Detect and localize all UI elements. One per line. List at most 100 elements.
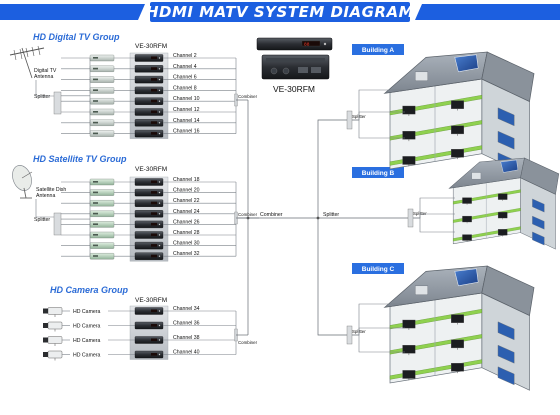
satellite-combiner-label: Combiner bbox=[238, 212, 258, 217]
building-c-label: Building C bbox=[362, 266, 395, 273]
satellite-channel-row: Channel 20 bbox=[61, 188, 236, 197]
channel-label: Channel 8 bbox=[173, 85, 197, 91]
solar-panel-icon bbox=[454, 268, 479, 287]
svg-text:88: 88 bbox=[304, 42, 310, 48]
digital-channel-row: Channel 2 bbox=[61, 53, 236, 62]
title-bar-left bbox=[0, 4, 145, 20]
camera-group-title: HD Camera Group bbox=[50, 285, 129, 295]
channel-label: Channel 12 bbox=[173, 107, 200, 113]
ve-30rfm-device bbox=[134, 220, 164, 229]
satellite-splitter-label: Splitter bbox=[34, 217, 50, 223]
hero-device-model: VE-30RFM bbox=[273, 84, 315, 94]
channel-label: Channel 26 bbox=[173, 219, 200, 225]
title-bar-right bbox=[415, 4, 560, 20]
ve-30rfm-device bbox=[134, 97, 164, 105]
ve-30rfm-device bbox=[134, 350, 164, 359]
channel-label: Channel 38 bbox=[173, 335, 200, 341]
satellite-group-title: HD Satellite TV Group bbox=[33, 154, 127, 164]
satellite-channel-row: Channel 26 bbox=[61, 219, 236, 229]
building-a-splitter bbox=[346, 89, 405, 139]
ve-30rfm-device bbox=[134, 252, 164, 260]
ve-30rfm-device bbox=[134, 231, 164, 239]
digital-channel-row: Channel 10 bbox=[61, 96, 236, 105]
channel-label: Channel 2 bbox=[173, 53, 197, 59]
tv-icon bbox=[451, 314, 464, 323]
ve-30rfm-device bbox=[134, 210, 164, 218]
camera-label: HD Camera bbox=[73, 309, 100, 315]
digital-channel-row: Channel 6 bbox=[61, 75, 236, 84]
camera-channel-row: HD Camera Channel 38 bbox=[43, 335, 236, 346]
digital-splitter-box bbox=[53, 91, 62, 115]
camera-label: HD Camera bbox=[73, 353, 100, 359]
building-c-house bbox=[383, 265, 535, 391]
building-b-house bbox=[448, 157, 560, 250]
camera-device-panel bbox=[129, 305, 169, 360]
digital-group-title: HD Digital TV Group bbox=[33, 32, 120, 42]
digital-channel-row: Channel 14 bbox=[61, 118, 236, 127]
tv-icon bbox=[451, 363, 464, 372]
building-a-house bbox=[383, 51, 535, 177]
channel-label: Channel 34 bbox=[173, 306, 200, 312]
satellite-channel-row: Channel 30 bbox=[61, 241, 236, 250]
tv-icon bbox=[402, 105, 416, 115]
building-a-label: Building A bbox=[362, 47, 395, 54]
channel-label: Channel 40 bbox=[173, 350, 200, 356]
digital-splitter-label: Splitter bbox=[34, 94, 50, 100]
tv-icon bbox=[462, 234, 472, 241]
satellite-model-label: VE-30RFM bbox=[135, 166, 167, 173]
building-c-splitter bbox=[346, 303, 405, 353]
tv-icon bbox=[451, 100, 464, 109]
tv-icon bbox=[402, 370, 416, 379]
channel-label: Channel 28 bbox=[173, 230, 200, 236]
digital-source-label-2: Antenna bbox=[34, 74, 53, 80]
channel-label: Channel 22 bbox=[173, 198, 200, 204]
hd-camera-icon bbox=[43, 307, 63, 317]
ve-30rfm-device bbox=[134, 119, 164, 127]
ve-30rfm-device bbox=[134, 178, 164, 186]
camera-label: HD Camera bbox=[73, 324, 100, 330]
tv-icon bbox=[451, 339, 464, 349]
ve-30rfm-device bbox=[134, 129, 164, 138]
building-c-label-bg bbox=[352, 263, 404, 274]
tv-icon bbox=[462, 215, 472, 223]
tv-icon bbox=[402, 156, 416, 165]
solar-panel-icon bbox=[500, 159, 519, 173]
tv-icon bbox=[402, 319, 416, 329]
channel-label: Channel 10 bbox=[173, 96, 200, 102]
ve-30rfm-device bbox=[134, 108, 164, 116]
building-b-label-bg bbox=[352, 167, 404, 178]
satellite-channel-row: Channel 22 bbox=[61, 198, 236, 207]
ve-30rfm-device bbox=[134, 307, 164, 315]
tv-icon bbox=[462, 197, 472, 204]
channel-label: Channel 36 bbox=[173, 321, 200, 327]
main-splitter-label: Splitter bbox=[323, 212, 339, 218]
satellite-channel-row: Channel 28 bbox=[61, 230, 236, 239]
channel-label: Channel 16 bbox=[173, 129, 200, 135]
ve-30rfm-device bbox=[134, 75, 164, 84]
digital-combiner-label: Combiner bbox=[238, 94, 258, 99]
buildings bbox=[346, 51, 560, 391]
channel-label: Channel 32 bbox=[173, 251, 200, 257]
ve-30rfm-device bbox=[134, 199, 164, 207]
channel-label: Channel 18 bbox=[173, 177, 200, 183]
channel-label: Channel 4 bbox=[173, 64, 197, 70]
digital-channel-row: Channel 4 bbox=[61, 64, 236, 73]
digital-model-label: VE-30RFM bbox=[135, 43, 167, 50]
ve-30rfm-device bbox=[134, 54, 164, 62]
camera-model-label: VE-30RFM bbox=[135, 297, 167, 304]
page-title: HDMI MATV SYSTEM DIAGRAM bbox=[146, 3, 414, 21]
channel-label: Channel 30 bbox=[173, 241, 200, 247]
tv-icon bbox=[497, 193, 508, 200]
camera-channel-row: HD Camera Channel 36 bbox=[43, 321, 236, 332]
channel-label: Channel 6 bbox=[173, 75, 197, 81]
satellite-source-label-2: Antenna bbox=[36, 193, 55, 199]
hd-camera-icon bbox=[43, 350, 63, 361]
building-b-label: Building B bbox=[362, 170, 395, 177]
camera-label: HD Camera bbox=[73, 338, 100, 344]
digital-channel-row: Channel 12 bbox=[61, 107, 236, 116]
ve-30rfm-device bbox=[134, 336, 164, 344]
digital-tv-antenna-icon bbox=[9, 45, 45, 79]
digital-channel-row: Channel 8 bbox=[61, 85, 236, 95]
satellite-dish-icon bbox=[12, 165, 33, 199]
